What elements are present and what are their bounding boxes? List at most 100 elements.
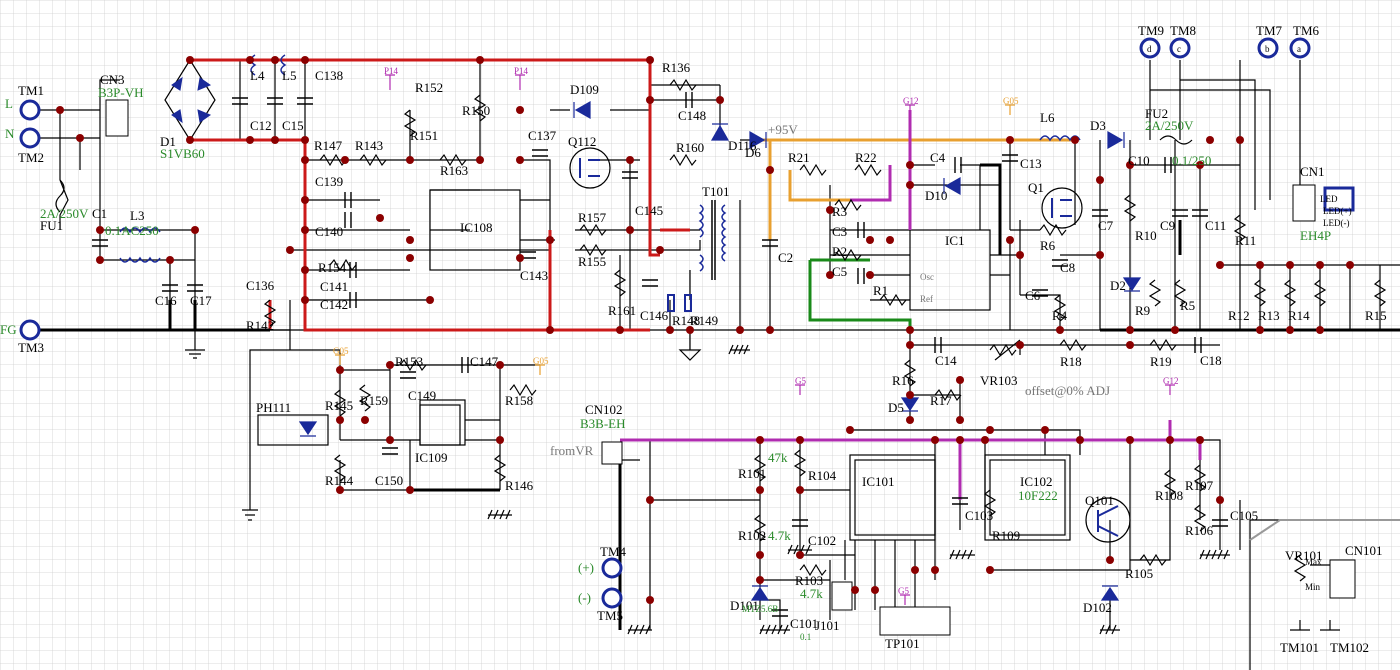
resistor-r154[interactable] — [329, 258, 357, 272]
resistor-r6[interactable] — [1039, 223, 1067, 237]
vr-vr101[interactable] — [1293, 554, 1330, 582]
resistor-r160[interactable] — [669, 153, 697, 167]
resistor-r102[interactable] — [753, 514, 767, 542]
transistor-q112[interactable] — [569, 147, 611, 189]
resistor-r143[interactable] — [359, 153, 387, 167]
bridge-d1[interactable] — [171, 76, 212, 124]
inductor-l3[interactable] — [119, 227, 161, 263]
capacitor-c8[interactable] — [1052, 259, 1068, 267]
resistor-r14[interactable] — [1313, 279, 1327, 307]
capacitor-c146[interactable] — [400, 371, 416, 379]
capacitor-c149[interactable] — [685, 92, 693, 108]
capacitor-c141[interactable] — [349, 262, 357, 278]
capacitor-c18[interactable] — [1194, 337, 1202, 353]
capacitor-c5[interactable] — [857, 268, 865, 284]
resistor-r136[interactable] — [669, 78, 697, 92]
capacitor-c102[interactable] — [792, 519, 808, 527]
resistor-r109[interactable] — [983, 489, 997, 517]
resistor-r146[interactable] — [493, 454, 507, 482]
diode-d10[interactable] — [943, 176, 961, 196]
resistor-r105[interactable] — [1139, 553, 1167, 567]
vr-vr103[interactable] — [989, 339, 1021, 361]
resistor-r148[interactable] — [667, 294, 675, 312]
inductor-l5[interactable] — [280, 54, 287, 76]
diode-d102[interactable] — [1100, 585, 1120, 601]
resistor-r1[interactable] — [879, 293, 907, 307]
resistor-r107[interactable] — [1193, 464, 1207, 492]
capacitor-c12[interactable] — [232, 97, 248, 105]
capacitor-c1[interactable] — [92, 239, 108, 247]
connector-cn101[interactable] — [1329, 559, 1356, 599]
terminal-tm7[interactable] — [1257, 37, 1279, 59]
resistor-r106[interactable] — [1193, 504, 1207, 532]
capacitor-c9[interactable] — [1172, 209, 1188, 217]
terminal-tm6[interactable] — [1289, 37, 1311, 59]
capacitor-c6[interactable] — [1032, 289, 1048, 297]
connector-cn3[interactable] — [105, 99, 129, 137]
resistor-r12[interactable] — [1253, 279, 1267, 307]
resistor-r158[interactable] — [509, 383, 537, 397]
capacitor-c105[interactable] — [1212, 519, 1228, 527]
connector-cn102[interactable] — [601, 441, 623, 465]
fuse-fu2[interactable] — [1159, 135, 1193, 145]
capacitor-c13[interactable] — [1002, 154, 1018, 162]
ic-ic101-body[interactable] — [854, 459, 936, 536]
resistor-r153[interactable] — [399, 358, 427, 372]
capacitor-c142[interactable] — [349, 292, 357, 308]
connector-tp101[interactable] — [879, 606, 951, 636]
terminal-tm8[interactable] — [1169, 37, 1191, 59]
resistor-r3[interactable] — [834, 198, 862, 212]
capacitor-c150[interactable] — [382, 447, 398, 455]
capacitor-c103[interactable] — [952, 497, 968, 505]
capacitor-c17[interactable] — [187, 284, 203, 292]
capacitor-c16[interactable] — [162, 284, 178, 292]
resistor-r10[interactable] — [1123, 194, 1137, 222]
resistor-r144[interactable] — [333, 454, 347, 482]
resistor-r103[interactable] — [799, 563, 827, 577]
diode-d109[interactable] — [573, 100, 591, 120]
capacitor-c2[interactable] — [762, 239, 778, 247]
connector-led[interactable] — [1323, 186, 1355, 212]
terminal-tm9[interactable] — [1139, 37, 1161, 59]
capacitor-c137[interactable] — [532, 149, 548, 157]
ic-ic108[interactable] — [429, 189, 521, 271]
capacitor-c101[interactable] — [772, 609, 788, 617]
terminal-tm2[interactable] — [19, 127, 41, 149]
transistor-q101[interactable] — [1085, 497, 1131, 543]
terminal-tm1[interactable] — [19, 99, 41, 121]
resistor-r4[interactable] — [1053, 294, 1067, 322]
ic-ic109-body[interactable] — [419, 404, 461, 446]
terminal-tm5[interactable] — [601, 587, 623, 609]
capacitor-c7[interactable] — [1092, 209, 1108, 217]
diode-d6[interactable] — [749, 130, 767, 150]
photocoupler-ph111[interactable] — [257, 414, 329, 446]
resistor-r11[interactable] — [1233, 214, 1247, 242]
resistor-r108[interactable] — [1163, 469, 1177, 497]
resistor-r2[interactable] — [834, 248, 862, 262]
resistor-r155[interactable] — [579, 243, 607, 257]
capacitor-c147[interactable] — [642, 279, 658, 287]
terminal-tm3[interactable] — [19, 319, 41, 341]
resistor-r142[interactable] — [263, 299, 277, 327]
capacitor-c14[interactable] — [934, 337, 942, 353]
resistor-r9[interactable] — [1148, 279, 1162, 307]
resistor-r16[interactable] — [903, 359, 917, 387]
resistor-r159[interactable] — [358, 384, 372, 412]
capacitor-c145[interactable] — [622, 171, 638, 179]
resistor-r157[interactable] — [579, 223, 607, 237]
connector-j101[interactable] — [831, 581, 853, 611]
resistor-r5[interactable] — [1173, 279, 1187, 307]
capacitor-c15[interactable] — [267, 97, 283, 105]
capacitor-c11[interactable] — [1192, 209, 1208, 217]
transformer-t101[interactable] — [698, 200, 727, 280]
resistor-r22[interactable] — [854, 163, 882, 177]
resistor-r101[interactable] — [753, 454, 767, 482]
diode-d116[interactable] — [710, 123, 730, 141]
transistor-q1[interactable] — [1041, 187, 1083, 229]
resistor-r145[interactable] — [333, 389, 347, 417]
capacitor-c140[interactable] — [344, 212, 352, 228]
capacitor-c10[interactable] — [1164, 157, 1172, 173]
capacitor-c148[interactable] — [461, 357, 469, 373]
resistor-r21[interactable] — [799, 163, 827, 177]
diode-d2[interactable] — [1122, 277, 1142, 292]
